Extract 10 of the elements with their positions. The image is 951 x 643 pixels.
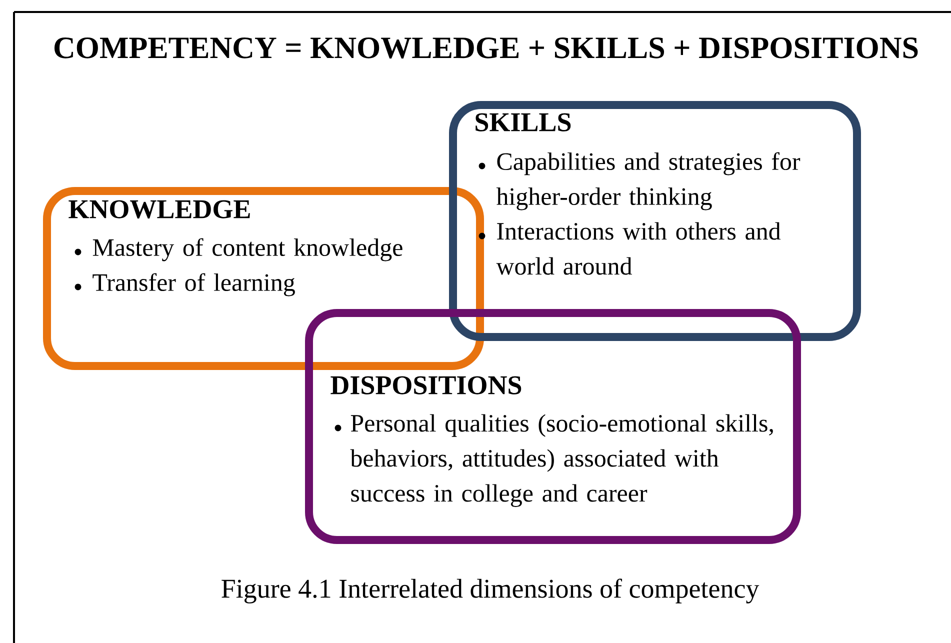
- heading: KNOWLEDGE: [68, 200, 250, 218]
- bullet-text: Personal qualities (socio-emotional skills, behaviors, attitudes) associated with success in college and career: [350, 414, 773, 507]
- heading: SKILLS: [476, 113, 571, 132]
- bullet-text: Capabilities and strategies for higher-order thinking: [496, 152, 800, 210]
- bullet-text: Mastery of content knowledge: [92, 238, 402, 262]
- bullet-text: Interactions with others and world around: [496, 222, 781, 275]
- title: COMPETENCY = KNOWLEDGE + SKILLS + DISPOSITIONS: [54, 38, 918, 58]
- caption: Figure 4.1 Interrelated dimensions of competency: [222, 578, 760, 604]
- bullet-text: Transfer of learning: [92, 273, 295, 296]
- heading: DISPOSITIONS: [330, 376, 522, 394]
